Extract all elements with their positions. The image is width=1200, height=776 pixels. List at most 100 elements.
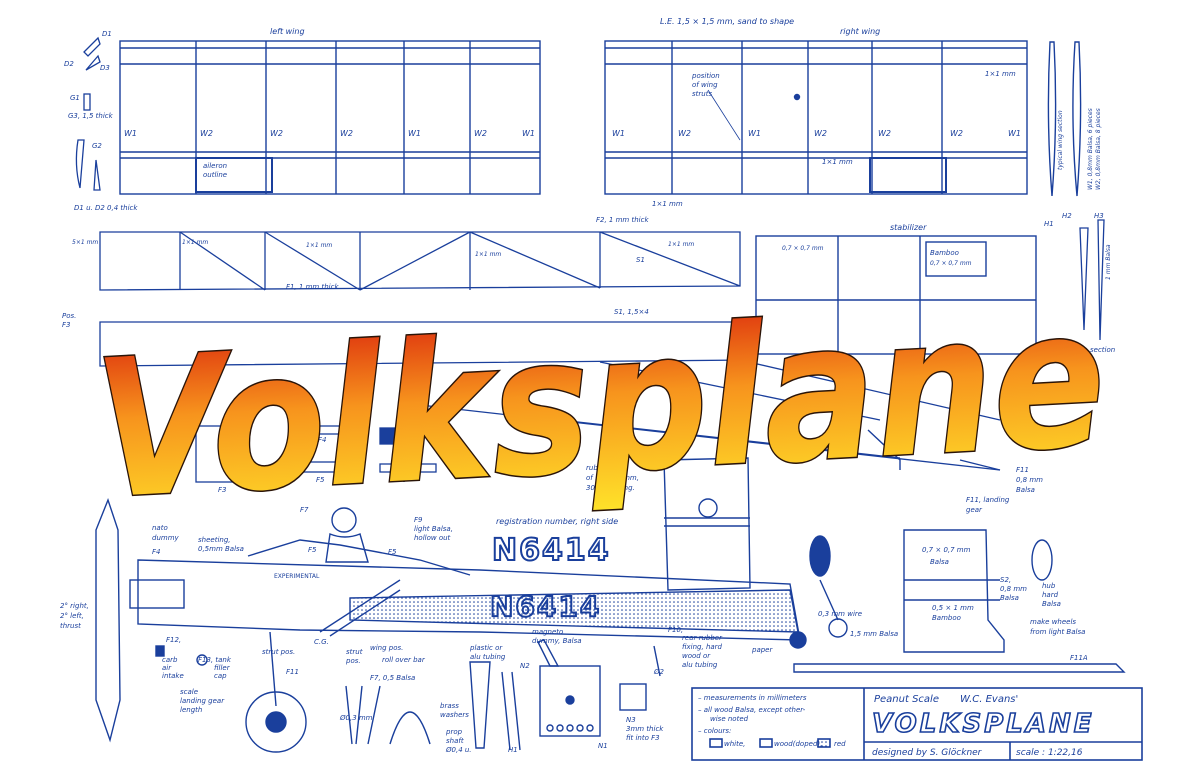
pos-label: Pos. [62, 312, 76, 320]
f11-side: F11 [286, 668, 299, 676]
stab-h1: H1 [1044, 220, 1054, 228]
sheet-dim: 5×1 mm [72, 239, 98, 246]
side-view-fuselage [95, 457, 801, 753]
stick-dim-2: 1×1 mm [306, 242, 332, 249]
former-f3-top: F3 [62, 321, 70, 329]
rollover-label: roll over bar [382, 656, 426, 664]
rudder-dim: 0,7 × 0,7 mm [922, 546, 971, 554]
right-wing [604, 40, 1028, 195]
le-note: L.E. 1,5 × 1,5 mm, sand to shape [660, 17, 794, 26]
rollover-balsa: F7, 0,5 Balsa [370, 674, 415, 682]
magneto-1: magneto [532, 628, 563, 636]
note-4: – colours: [698, 727, 731, 735]
sheeting-1: sheeting, [198, 536, 231, 544]
stabilizer [755, 235, 1037, 355]
former-f2: F2, 1 mm thick [596, 216, 649, 224]
strut-2: strut [346, 648, 363, 656]
n2-label: N2 [520, 662, 530, 670]
colour-wood: wood(doped), [774, 740, 822, 748]
rollover-dim: Ø0,3 mm [339, 714, 373, 722]
carb-1: F12, [166, 636, 181, 644]
h1-label: H1 [508, 746, 518, 754]
stab-bamboo-1: Bamboo [930, 249, 959, 257]
f9-label: F9 [414, 516, 423, 524]
stick-dim-4: 1×1 mm [668, 241, 694, 248]
f10-label: F10, [668, 626, 683, 634]
former-f6: F6 [398, 476, 407, 484]
carb-2: carb [162, 656, 178, 664]
rib-label: W1 [408, 129, 421, 138]
wing-section-label: typical wing section [1057, 110, 1064, 170]
small-formers [195, 425, 437, 483]
dummy-2: dummy [152, 534, 180, 542]
dummy-1: nato [152, 524, 168, 532]
pilot-figure [325, 507, 369, 563]
strut-note-2: of wing [692, 81, 718, 89]
note-3: wise noted [710, 715, 749, 723]
rubber-note-3: 300 mm long. [586, 484, 635, 492]
wing-dim-2: 1×1 mm [822, 158, 853, 166]
former-f1: F1, 1 mm thick [286, 283, 339, 291]
f11-gear: gear [966, 506, 983, 514]
peanut-scale: Peanut Scale [874, 694, 939, 705]
stick-dim-3: 1×1 mm [475, 251, 501, 258]
rib-label: W2 [950, 129, 963, 138]
rib-label: W2 [878, 129, 891, 138]
f7-label: F7 [300, 506, 309, 514]
former-f5: F5 [316, 476, 325, 484]
n3-label: N3 [626, 716, 636, 724]
scale-gear-1: scale [180, 688, 198, 696]
f10-line-5: Ø2 [653, 668, 665, 676]
wing-dim-1: 1×1 mm [985, 70, 1016, 78]
aileron-label-1: aileron [203, 162, 227, 170]
plastic-1: plastic or [469, 644, 503, 652]
stab-dim: 0,7 × 0,7 mm [782, 245, 824, 252]
strut-3: pos. [345, 657, 361, 665]
rubber-note-1: rubber loop [586, 464, 627, 472]
rib-label: W2 [814, 129, 827, 138]
tank-3: cap [214, 672, 227, 680]
fuselage-truss [99, 231, 1001, 471]
part-d1: D1 [102, 30, 112, 38]
rudder-s2b: 0,8 mm [1000, 585, 1027, 593]
small-parts-left [75, 36, 101, 191]
f5-label-2: F5 [388, 548, 397, 556]
rudder-balsa: Balsa [930, 558, 949, 566]
thrust-2: 2° left, [60, 612, 84, 620]
stab-bamboo-2: 0,7 × 0,7 mm [930, 260, 972, 267]
left-wing [119, 40, 541, 195]
note-2: – all wood Balsa, except other- [698, 706, 806, 714]
f5-label: F5 [308, 546, 317, 554]
rib-label: W2 [474, 129, 487, 138]
hub-2: hard [1042, 591, 1059, 599]
f10-line-4: alu tubing [682, 661, 718, 669]
balsa-15: 1,5 mm Balsa [850, 630, 898, 638]
brass-1: brass [440, 702, 459, 710]
part-g2: G2 [92, 142, 102, 150]
n3-line-1: 3mm thick [626, 725, 664, 733]
wing-pos: wing pos. [370, 644, 403, 652]
scale-label: scale : 1:22,16 [1016, 748, 1083, 758]
prop-1: prop [445, 728, 463, 736]
rib-label: W1 [1008, 129, 1021, 138]
rib-label: W1 [612, 129, 625, 138]
n1-label: N1 [598, 742, 608, 750]
brass-2: washers [440, 711, 469, 719]
rib-label: W1 [748, 129, 761, 138]
f11-line-3: Balsa [1016, 486, 1035, 494]
stab-h3: H3 [1094, 212, 1104, 220]
volksplane-logo: Volksplane [90, 268, 1110, 542]
stringer-s1b: S1 [636, 256, 645, 264]
f9-line-3: hollow out [414, 534, 451, 542]
hub-1: hub [1042, 582, 1056, 590]
stab-h2: H2 [1062, 212, 1072, 220]
tank-1: F13, tank [198, 656, 232, 664]
rudder [903, 529, 1005, 653]
hub-3: Balsa [1042, 600, 1061, 608]
wheels-2: from light Balsa [1030, 628, 1085, 636]
f10-line-2: fixing, hard [682, 643, 723, 651]
colour-white: white, [724, 740, 745, 748]
cg-label: C.G. [314, 638, 329, 646]
wheels-1: make wheels [1030, 618, 1076, 626]
part-d3: D3 [100, 64, 110, 72]
